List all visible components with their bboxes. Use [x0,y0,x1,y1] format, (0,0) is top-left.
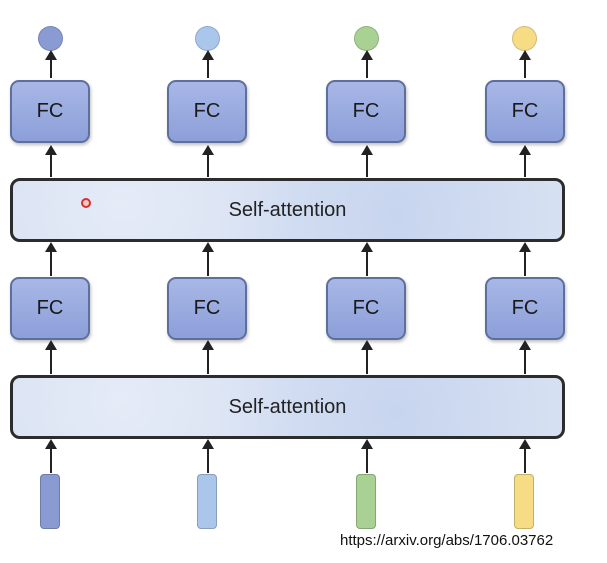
fc-label: FC [352,297,380,319]
fc-label: FC [511,297,539,319]
fc-label: FC [511,100,539,122]
fc-block-mid-3: FC [326,277,406,340]
laser-pointer-dot [81,198,91,208]
arrow-input-to-sa-3 [361,439,373,473]
arrow-fc-mid-to-sa-2 [202,242,214,276]
arrow-input-to-sa-1 [45,439,57,473]
fc-label: FC [193,297,221,319]
self-attention-block-top: Self-attention [10,178,565,242]
fc-block-top-3: FC [326,80,406,143]
arrow-sa-bottom-to-fc-3 [361,340,373,374]
self-attention-label: Self-attention [228,395,347,418]
output-dot-1 [38,26,63,51]
fc-label: FC [193,100,221,122]
arrow-input-to-sa-2 [202,439,214,473]
fc-block-top-4: FC [485,80,565,143]
input-vector-4 [514,474,534,529]
arrow-fc-top-to-output-1 [45,50,57,78]
arrow-sa-top-to-fc-4 [519,145,531,177]
input-vector-2 [197,474,217,529]
reference-url: https://arxiv.org/abs/1706.03762 [340,532,554,549]
arrow-fc-top-to-output-3 [361,50,373,78]
output-dot-4 [512,26,537,51]
fc-label: FC [352,100,380,122]
arrow-fc-top-to-output-4 [519,50,531,78]
fc-label: FC [36,297,64,319]
arrow-sa-bottom-to-fc-2 [202,340,214,374]
fc-block-mid-2: FC [167,277,247,340]
fc-block-mid-1: FC [10,277,90,340]
input-vector-1 [40,474,60,529]
fc-block-top-2: FC [167,80,247,143]
self-attention-block-bottom: Self-attention [10,375,565,439]
arrow-sa-bottom-to-fc-1 [45,340,57,374]
self-attention-label: Self-attention [228,198,347,221]
output-dot-2 [195,26,220,51]
fc-label: FC [36,100,64,122]
input-vector-3 [356,474,376,529]
arrow-fc-mid-to-sa-4 [519,242,531,276]
arrow-sa-top-to-fc-2 [202,145,214,177]
arrow-sa-top-to-fc-1 [45,145,57,177]
output-dot-3 [354,26,379,51]
fc-block-top-1: FC [10,80,90,143]
arrow-fc-mid-to-sa-1 [45,242,57,276]
arrow-sa-top-to-fc-3 [361,145,373,177]
arrow-input-to-sa-4 [519,439,531,473]
fc-block-mid-4: FC [485,277,565,340]
arrow-fc-mid-to-sa-3 [361,242,373,276]
arrow-sa-bottom-to-fc-4 [519,340,531,374]
arrow-fc-top-to-output-2 [202,50,214,78]
